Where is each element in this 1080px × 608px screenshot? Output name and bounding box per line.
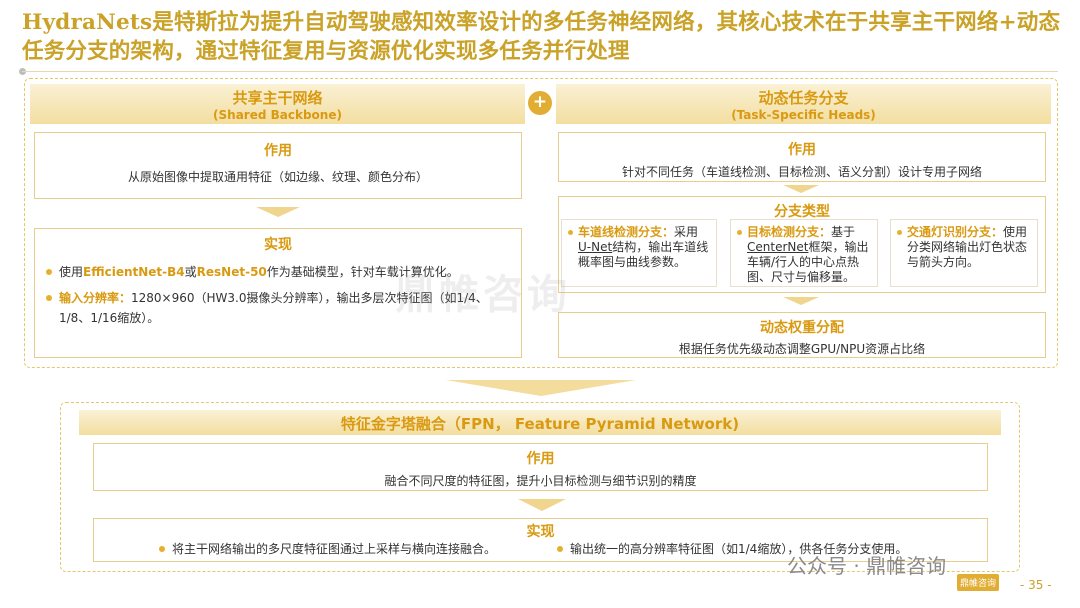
branch-text: 采用 (674, 225, 699, 239)
top-section-frame (24, 78, 1058, 368)
weight-text: 根据任务优先级动态调整GPU/NPU资源占比络 (678, 342, 926, 356)
backbone-impl-card: 实现 使用EfficientNet-B4或ResNet-50作为基础模型，针对车… (34, 228, 522, 358)
branch-types-title: 分支类型 (774, 204, 830, 220)
heads-role-card: 作用 针对不同任务（车道线检测、目标检测、语义分割）设计专用子网络 (558, 132, 1046, 182)
heads-flow-arrow-1 (783, 185, 819, 193)
model-name: CenterNet (747, 240, 809, 254)
branch-text: 使用分类网络输出灯色状态与箭头方向。 (907, 225, 1028, 269)
impl-text: 使用 (59, 265, 84, 279)
heads-role-text: 针对不同任务（车道线检测、目标检测、语义分割）设计专用子网络 (621, 165, 982, 179)
branch-label: 车道线检测分支： (578, 225, 675, 239)
list-item: 将主干网络输出的多尺度特征图通过上采样与横向连接融合。 (156, 539, 554, 559)
list-item: 输入分辨率：1280×960（HW3.0摄像头分辨率），输出多层次特征图（如1/… (43, 288, 513, 328)
fpn-section-frame (60, 402, 1020, 572)
model-name: ResNet-50 (196, 265, 267, 279)
backbone-title: 共享主干网络 (232, 89, 323, 107)
plus-icon: + (528, 91, 552, 115)
fpn-role-title: 作用 (526, 451, 555, 467)
branch-label: 目标检测分支： (747, 225, 832, 239)
section-flow-arrow (446, 380, 636, 396)
heads-role-title: 作用 (788, 142, 816, 158)
fpn-flow-arrow (518, 499, 566, 511)
impl-text: 作为基础模型，针对车载计算优化。 (266, 265, 459, 279)
title-rule (22, 71, 1058, 72)
backbone-role-card: 作用 从原始图像中提取通用特征（如边缘、纹理、颜色分布） (34, 132, 522, 199)
impl-label: 输入分辨率： (59, 291, 132, 305)
backbone-impl-list: 使用EfficientNet-B4或ResNet-50作为基础模型，针对车载计算… (43, 262, 513, 328)
fpn-impl-title: 实现 (526, 524, 555, 540)
fpn-title: 特征金字塔融合（FPN， Feature Pyramid Network) (340, 415, 740, 433)
backbone-role-title: 作用 (264, 143, 292, 159)
branch-text: 结构，输出车道线概率图与曲线参数。 (578, 240, 709, 269)
fpn-impl-list: 将主干网络输出的多尺度特征图通过上采样与横向连接融合。 输出统一的高分辨率特征图… (156, 539, 987, 559)
list-item: 使用EfficientNet-B4或ResNet-50作为基础模型，针对车载计算… (43, 262, 513, 282)
backbone-subtitle: (Shared Backbone) (213, 108, 342, 122)
model-name: U-Net (578, 240, 613, 254)
branch-text: 框架，输出车辆/行人的中心点热图、尺寸与偏移量。 (747, 240, 869, 284)
impl-text: 或 (184, 265, 197, 279)
weight-title: 动态权重分配 (760, 320, 844, 336)
lane-branch-card: 车道线检测分支：采用 U-Net结构，输出车道线概率图与曲线参数。 (561, 219, 717, 287)
object-branch-card: 目标检测分支：基于 CenterNet框架，输出车辆/行人的中心点热图、尺寸与偏移… (730, 219, 878, 287)
fpn-header: 特征金字塔融合（FPN， Feature Pyramid Network) (79, 410, 1001, 435)
brand-logo: 鼎帷咨询 (957, 574, 1000, 591)
heads-title: 动态任务分支 (758, 89, 849, 107)
fpn-role-text: 融合不同尺度的特征图，提升小目标检测与细节识别的精度 (384, 474, 697, 488)
footer-brand: 公众号 · 鼎帷咨询 (787, 554, 947, 578)
page-title: HydraNets是特斯拉为提升自动驾驶感知效率设计的多任务神经网络，其核心技术… (22, 10, 1061, 64)
backbone-impl-title: 实现 (264, 237, 292, 253)
heads-header: 动态任务分支 (Task-Specific Heads) (556, 84, 1051, 124)
list-item: 输出统一的高分辨率特征图（如1/4缩放），供各任务分支使用。 (554, 539, 907, 559)
backbone-header: 共享主干网络 (Shared Backbone) (30, 84, 525, 124)
fpn-role-card: 作用 融合不同尺度的特征图，提升小目标检测与细节识别的精度 (93, 443, 988, 491)
impl-text: 1280×960（HW3.0摄像头分辨率），输出多层次特征图（如1/4、1/8、… (59, 291, 488, 325)
heads-subtitle: (Task-Specific Heads) (731, 108, 876, 122)
fpn-impl-card: 实现 将主干网络输出的多尺度特征图通过上采样与横向连接融合。 输出统一的高分辨率… (93, 518, 988, 562)
weight-card: 动态权重分配 根据任务优先级动态调整GPU/NPU资源占比络 (558, 312, 1046, 358)
backbone-flow-arrow (256, 207, 300, 217)
model-name: EfficientNet-B4 (83, 265, 185, 279)
traffic-branch-card: 交通灯识别分支：使用分类网络输出灯色状态与箭头方向。 (890, 219, 1038, 287)
watermark: 鼎帷咨询 (395, 272, 571, 318)
heads-flow-arrow-2 (783, 297, 819, 305)
page-number: - 35 - (1020, 578, 1052, 592)
branch-text: 基于 (831, 225, 856, 239)
backbone-role-text: 从原始图像中提取通用特征（如边缘、纹理、颜色分布） (127, 170, 428, 184)
branch-label: 交通灯识别分支： (907, 225, 1004, 239)
